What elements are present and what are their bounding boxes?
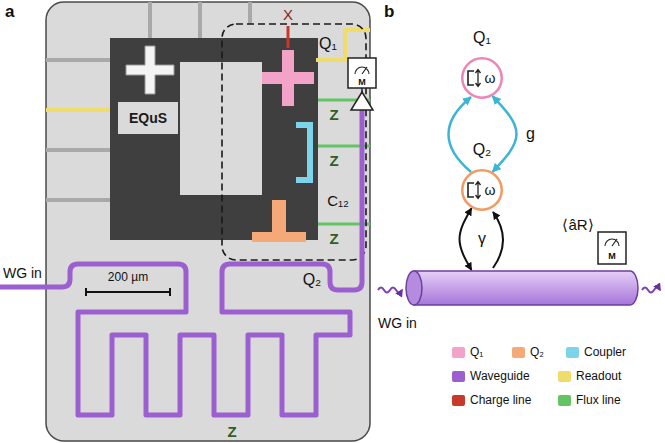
legend-entry: Charge line [452, 394, 531, 406]
legend-swatch [512, 347, 525, 358]
legend-text: Q₂ [530, 346, 544, 358]
flux-label: Z [329, 153, 338, 168]
meter-label: M [358, 78, 366, 87]
port-label: WG in [3, 266, 42, 280]
amplifier-symbol [351, 92, 373, 110]
legend-entry: Q₂ [512, 346, 544, 358]
qubit-circle: Q₂ω [461, 169, 503, 211]
legend-swatch [452, 395, 465, 406]
meter-dial [605, 239, 619, 246]
input-wave [378, 288, 402, 293]
scale-label: 200 µm [108, 271, 148, 283]
coupler-label: C₁₂ [327, 193, 349, 208]
coupling-arrow [449, 97, 472, 172]
tuning-arrow [476, 70, 481, 87]
coupler-pad [296, 125, 310, 180]
spare-qubit [126, 46, 174, 94]
decay-arrow [493, 212, 503, 268]
flux-label: Z [227, 424, 236, 439]
line-name: X [283, 7, 293, 22]
meter-box [598, 232, 626, 264]
qubit-one-pad [262, 50, 314, 106]
qubit-label: Q₂ [473, 142, 492, 158]
panel-letter: a [5, 3, 14, 20]
circle-outline [461, 57, 503, 99]
meter-label: M [608, 252, 616, 261]
ground-plane [110, 38, 318, 240]
panel-letter: b [384, 3, 394, 20]
legend-entry: Readout [558, 370, 621, 382]
cylinder-body [414, 271, 638, 305]
legend-text: Charge line [470, 394, 531, 406]
scale-bar [86, 288, 170, 296]
legend-text: Coupler [584, 346, 626, 358]
port-label: WG in [378, 316, 417, 330]
waveguide-trace [0, 110, 362, 415]
junction-symbol [468, 183, 474, 197]
meter-dial [355, 67, 369, 74]
output-wave [642, 288, 660, 293]
zoom-box [222, 24, 366, 260]
legend-swatch [558, 371, 571, 382]
cylinder-end [406, 271, 422, 305]
legend-swatch [452, 347, 465, 358]
signal-label: ⟨âR⟩ [562, 217, 593, 232]
chip-photo [46, 2, 370, 441]
legend-text: Readout [576, 370, 621, 382]
qubit-ring [462, 170, 502, 210]
junction-symbol [468, 71, 474, 85]
qubit-ring [462, 58, 502, 98]
legend-entry: Q₁ [452, 346, 483, 358]
readout-line [46, 30, 370, 110]
logo-text: EQuS [129, 111, 167, 125]
legend-entry: Flux line [558, 394, 621, 406]
legend-text: Q₁ [470, 346, 483, 358]
tuning-arrow [476, 182, 481, 199]
coupling-arrow [493, 96, 517, 172]
legend-entry: Coupler [566, 346, 626, 358]
flux-label: Z [329, 231, 338, 246]
frequency-symbol: ω [485, 71, 496, 85]
meter-box [348, 58, 376, 88]
qubit-label: Q₁ [319, 36, 337, 52]
legend-swatch [566, 347, 579, 358]
qubit-two-pad [252, 200, 306, 242]
frequency-symbol: ω [485, 183, 496, 197]
flux-label: Z [329, 107, 338, 122]
legend-swatch [558, 395, 571, 406]
legend-text: Flux line [576, 394, 621, 406]
coupling-arrow [460, 208, 472, 270]
coupling-label: γ [476, 231, 488, 247]
circle-outline [461, 169, 503, 211]
legend-entry: Waveguide [452, 370, 530, 382]
qubit-label: Q₁ [473, 30, 491, 46]
coupling-label: g [524, 126, 537, 142]
charge-line [287, 26, 290, 48]
legend-swatch [452, 371, 465, 382]
qubit-label: Q₂ [303, 272, 322, 288]
cylinder-outline [404, 270, 640, 306]
qubit-circle: Q₁ω [461, 57, 503, 99]
waveguide-cylinder: WG in [404, 270, 640, 306]
legend-text: Waveguide [470, 370, 530, 382]
